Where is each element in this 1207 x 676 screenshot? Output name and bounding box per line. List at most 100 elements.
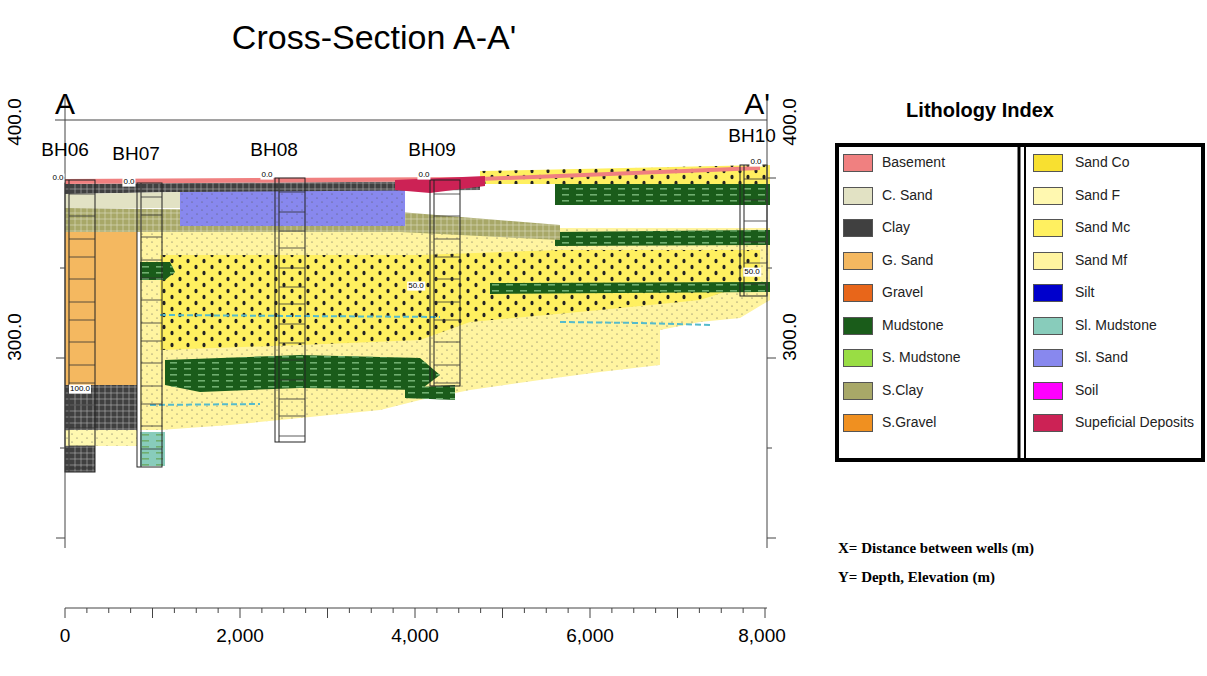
axis-tick [60,268,65,269]
axis-tick [130,608,131,613]
stratum-layer [65,385,137,430]
borehole-name: BH07 [112,144,160,165]
borehole-interval [279,360,305,361]
elevation-tick-label: 300.0 [5,313,26,361]
legend-swatch [843,284,873,302]
borehole-interval [141,426,162,427]
borehole-interval [744,284,767,285]
silt-streak [160,315,440,317]
stratum-layer [140,432,165,466]
distance-tick-label: 8,000 [738,626,786,647]
axis-tick [568,608,569,613]
borehole-column [430,180,460,386]
stratum-layer [490,282,770,294]
distance-tick-label: 4,000 [391,626,439,647]
axis-tick [86,608,87,613]
legend-label: Sand Co [1075,155,1129,170]
borehole-interval [69,342,95,343]
axis-tick [60,448,65,449]
silt-streak [560,322,710,325]
legend-label: Sand F [1075,188,1120,203]
borehole-interval [279,248,305,249]
legend-swatch [1033,219,1063,237]
axis-tick [546,608,547,613]
depth-label: 0.0 [417,171,430,180]
axis-tick [765,608,766,618]
legend-label: Sl. Mudstone [1075,318,1157,333]
axis-tick [480,608,481,613]
silt-streak [150,404,260,405]
stratum-texture [65,385,137,430]
legend-label: Sand Mf [1075,253,1127,268]
borehole-column [275,178,305,442]
distance-tick-label: 0 [60,626,71,647]
borehole-line [141,183,142,467]
axis-tick [305,608,306,613]
legend-label: S. Mudstone [882,350,961,365]
depth-label: 0.0 [51,174,64,183]
depth-label: 50.0 [407,282,425,291]
axis-tick [524,608,525,613]
legend-divider [1024,145,1026,460]
depth-label: 0.0 [122,178,135,187]
legend-swatch [1033,349,1063,367]
axis-tick [174,608,175,613]
legend-label: Silt [1075,285,1094,300]
legend-swatch [843,219,873,237]
axis-tick [590,608,591,618]
borehole-interval [69,468,95,469]
axis-tick [677,608,678,618]
borehole-interval [279,212,305,213]
borehole-interval [279,287,305,288]
borehole-interval [434,342,460,343]
borehole-interval [434,279,460,280]
legend-label: Mudstone [882,318,943,333]
borehole-interval [434,194,460,195]
axis-tick [767,358,776,359]
legend-label: Basement [882,155,945,170]
depth-label: 0.0 [749,158,762,167]
axis-tick [393,608,394,613]
legend-swatch [843,252,873,270]
borehole-line [279,178,280,442]
borehole-interval [141,323,162,324]
borehole-interval [434,383,460,384]
borehole-interval [141,341,162,342]
axis-tick [436,608,437,613]
axis-note: Y= Depth, Elevation (m) [838,569,995,586]
section-end: A [55,87,75,120]
stratum-texture [490,282,770,294]
stratum-layer [395,176,485,193]
borehole-interval [69,216,95,217]
axis-tick [56,358,65,359]
legend-swatch [1033,382,1063,400]
stratum-layer [405,385,455,400]
axis-tick [218,608,219,613]
stratum-texture [555,230,770,246]
axis-tick [767,448,772,449]
axis-note: X= Distance between wells (m) [838,540,1034,557]
depth-label: 100.0 [69,385,91,394]
borehole-column [137,183,162,467]
borehole-name: BH10 [728,126,776,147]
borehole-interval [69,194,95,195]
axis-tick [56,538,65,539]
borehole-interval [141,386,162,387]
stratum-texture [555,181,770,205]
axis-tick [283,608,284,613]
axis-tick [108,608,109,613]
borehole-interval [744,200,767,201]
axis-tick [152,608,153,618]
stratum-texture [165,355,440,392]
axis-tick [240,608,241,618]
borehole-interval [69,365,95,366]
borehole-interval [69,279,95,280]
stratum-texture [140,262,175,280]
legend-swatch [843,414,873,432]
elevation-axis [767,95,768,548]
elevation-tick-label: 400.0 [780,98,801,146]
legend-swatch [843,154,873,172]
borehole-name: BH06 [41,140,89,161]
legend-label: Clay [882,220,910,235]
borehole-interval [279,399,305,400]
